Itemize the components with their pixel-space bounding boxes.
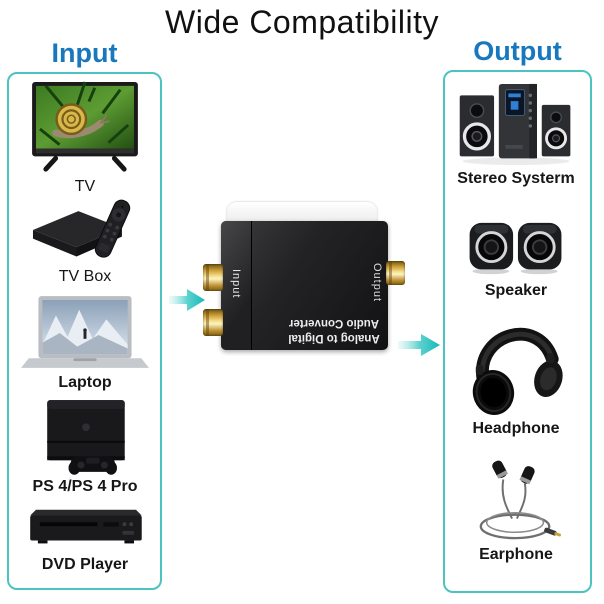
list-item-label: Laptop bbox=[58, 374, 112, 391]
audio-converter-device: Input Output Analog to Digital Audio Con… bbox=[203, 202, 405, 352]
arrow-converter-to-output-icon bbox=[398, 332, 442, 363]
list-item-dvd-player: DVD Player bbox=[10, 504, 160, 574]
converter-input-section bbox=[221, 221, 252, 350]
earphone-icon bbox=[462, 458, 570, 544]
list-item-label: PS 4/PS 4 Pro bbox=[32, 478, 138, 495]
rca-output-jack bbox=[386, 261, 405, 285]
list-item-label: TV Box bbox=[58, 268, 112, 285]
dvd-player-icon bbox=[22, 504, 148, 554]
converter-product-label-line2: Audio Converter bbox=[288, 317, 380, 330]
list-item-stereo-system: Stereo Systerm bbox=[446, 80, 586, 188]
converter-body: Input Output Analog to Digital Audio Con… bbox=[221, 221, 388, 350]
list-item-tv-box: TV Box bbox=[10, 196, 160, 286]
list-item-label: Headphone bbox=[472, 420, 560, 437]
list-item-headphone: Headphone bbox=[446, 314, 586, 438]
tv-icon bbox=[26, 80, 144, 176]
list-item-laptop: Laptop bbox=[10, 294, 160, 392]
list-item-label: Stereo Systerm bbox=[457, 170, 575, 187]
converter-input-label: Input bbox=[230, 269, 242, 299]
rca-input-jack-2 bbox=[203, 309, 223, 336]
converter-product-label-line1: Analog to Digital bbox=[288, 332, 380, 344]
ps4-icon bbox=[22, 396, 148, 476]
output-column-header: Output bbox=[473, 36, 562, 66]
arrow-input-to-converter-icon bbox=[169, 287, 207, 318]
list-item-label: Earphone bbox=[479, 546, 553, 563]
converter-output-label: Output bbox=[371, 263, 383, 303]
page-title: Wide Compatibility bbox=[165, 4, 439, 40]
list-item-label: DVD Player bbox=[41, 556, 129, 573]
tv-box-icon bbox=[23, 196, 147, 266]
input-column-header: Input bbox=[51, 38, 118, 68]
list-item-ps4: PS 4/PS 4 Pro bbox=[10, 396, 160, 496]
list-item-label: Speaker bbox=[484, 282, 548, 299]
list-item-tv: TV bbox=[10, 80, 160, 196]
laptop-icon bbox=[21, 294, 149, 372]
list-item-label: TV bbox=[74, 178, 96, 195]
headphone-icon bbox=[462, 314, 570, 418]
converter-product-label: Analog to Digital Audio Converter bbox=[273, 315, 395, 345]
stereo-system-icon bbox=[454, 80, 578, 168]
speaker-icon bbox=[458, 220, 574, 280]
list-item-speaker: Speaker bbox=[446, 220, 586, 300]
rca-input-jack-1 bbox=[203, 264, 223, 291]
list-item-earphone: Earphone bbox=[446, 458, 586, 564]
